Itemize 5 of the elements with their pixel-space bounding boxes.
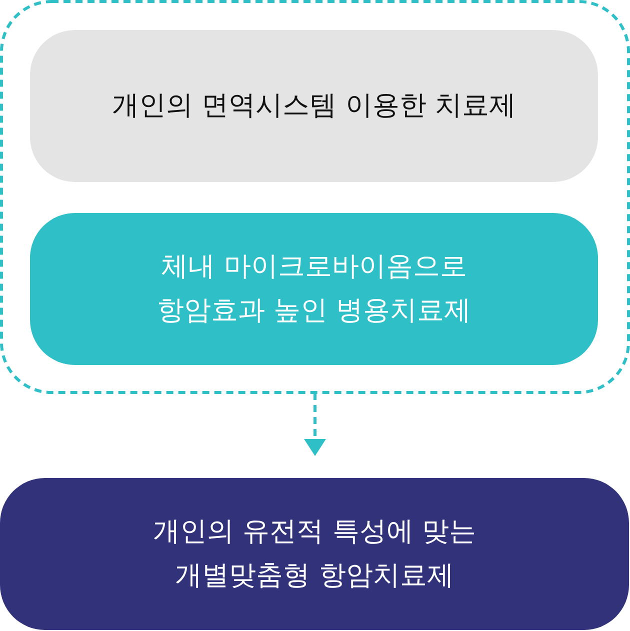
process-box: 개인의 면역시스템 이용한 치료제	[30, 30, 598, 182]
result-box: 개인의 유전적 특성에 맞는 개별맞춤형 항암치료제	[0, 478, 629, 630]
dashed-group-frame	[1, 1, 629, 393]
dashed-arrow	[304, 393, 326, 456]
process-box: 체내 마이크로바이옴으로 항암효과 높인 병용치료제	[30, 213, 598, 365]
